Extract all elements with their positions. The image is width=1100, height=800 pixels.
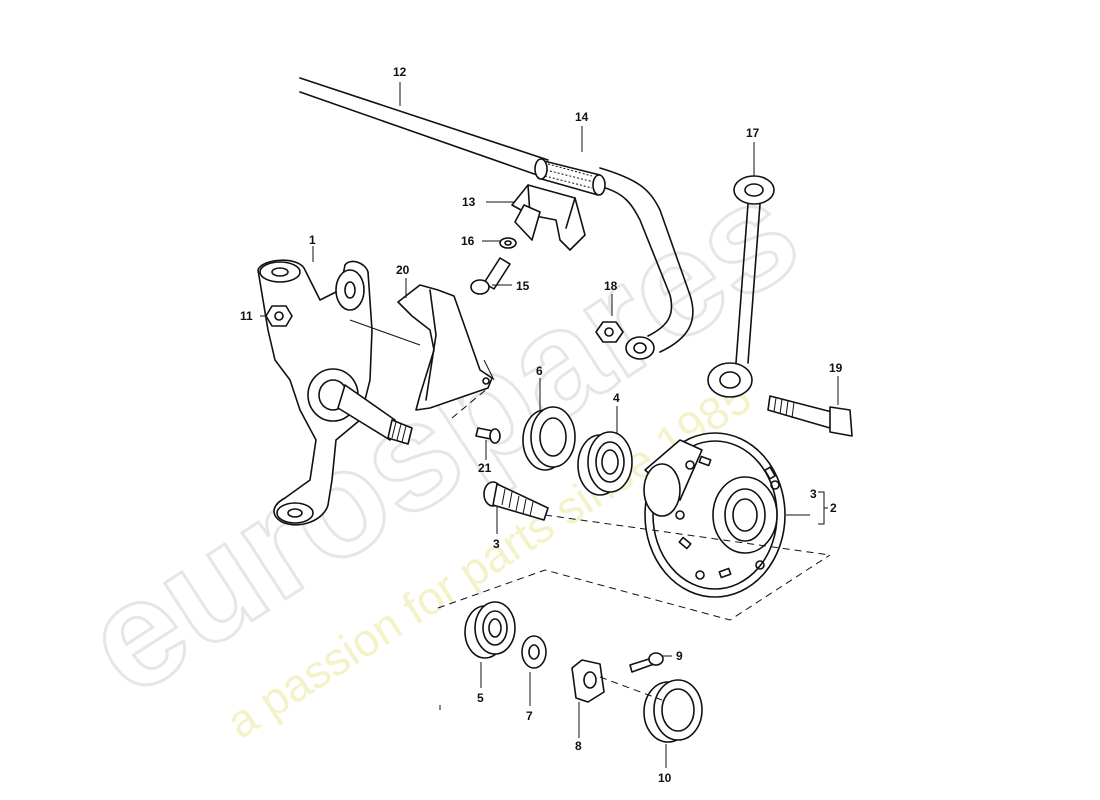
callout-3-hub: 3 (810, 487, 817, 501)
callout-10: 10 (658, 771, 672, 785)
callout-17: 17 (746, 126, 760, 140)
part-15-bolt (470, 257, 511, 295)
part-3-wheel-stud (483, 481, 549, 521)
part-8-clamping-nut (571, 659, 605, 703)
callout-14: 14 (575, 110, 589, 124)
part-14-rubber-bush (534, 158, 606, 196)
part-16-washer (499, 237, 517, 249)
callout-9: 9 (676, 649, 683, 663)
callout-8: 8 (575, 739, 582, 753)
callout-3-stud: 3 (493, 537, 500, 551)
part-21-screw (475, 427, 501, 444)
part-19-bolt (767, 395, 853, 437)
assembly-lines (349, 319, 831, 710)
part-2-wheel-hub (643, 432, 786, 598)
callout-18: 18 (604, 279, 618, 293)
part-12-stabilizer-bar (299, 77, 694, 360)
callout-13: 13 (462, 195, 476, 209)
leader-lines (260, 82, 839, 768)
part-4-bearing (577, 431, 633, 496)
callout-11: 11 (240, 309, 253, 323)
part-17-drop-link (707, 175, 775, 398)
part-5-outer-bearing (464, 601, 516, 659)
part-13-clamp (511, 184, 586, 251)
callout-19: 19 (829, 361, 843, 375)
callout-4: 4 (613, 391, 620, 405)
callout-16: 16 (461, 234, 475, 248)
part-9-screw (629, 652, 664, 673)
callout-1: 1 (309, 233, 316, 247)
callout-5: 5 (477, 691, 484, 705)
part-11-nut (265, 305, 293, 327)
callout-21: 21 (478, 461, 492, 475)
part-6-seal (522, 406, 576, 471)
callout-15: 15 (516, 279, 530, 293)
callout-7: 7 (526, 709, 533, 723)
part-7-thrust-washer (521, 635, 547, 669)
part-18-nut (595, 321, 624, 343)
callout-6: 6 (536, 364, 543, 378)
callout-20: 20 (396, 263, 410, 277)
callout-2: 2 (830, 501, 837, 515)
callout-12: 12 (393, 65, 407, 79)
part-10-grease-cap (643, 679, 703, 743)
part-20-brake-shield (397, 284, 493, 411)
callouts: 12 14 17 13 16 1 11 20 15 18 19 6 4 21 3… (240, 65, 843, 785)
